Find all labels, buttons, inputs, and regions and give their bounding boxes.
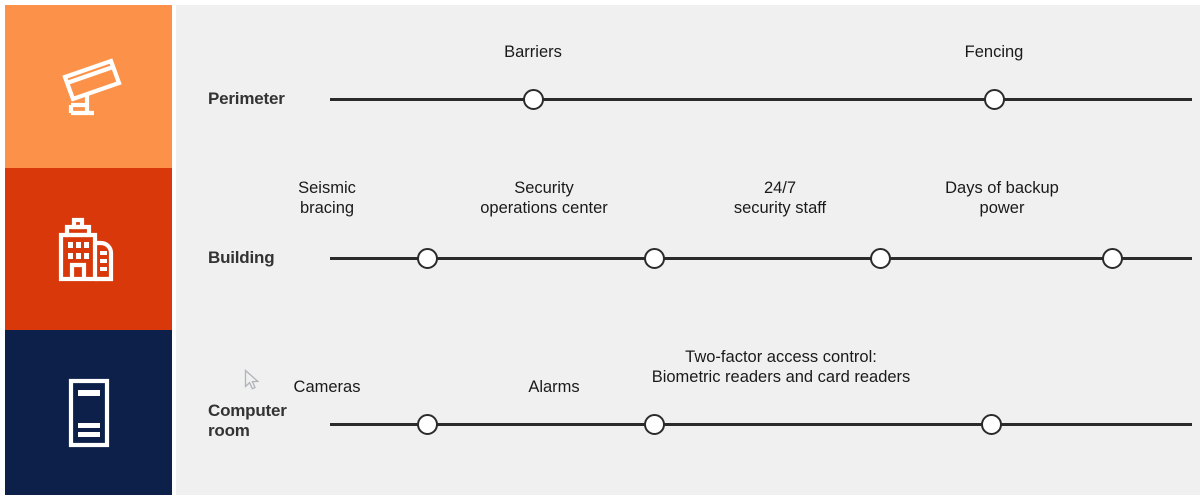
timeline-axis-perimeter bbox=[330, 98, 1192, 101]
timeline-row-building: Building Seismic bracing Security operat… bbox=[176, 168, 1200, 330]
office-building-icon bbox=[49, 209, 129, 289]
timeline-panel: Perimeter Barriers Fencing Building Seis… bbox=[176, 5, 1200, 495]
timeline-node-label-days-of-backup-power: Days of backup power bbox=[945, 179, 1059, 217]
timeline-node-label-two-factor-access-control: Two-factor access control: Biometric rea… bbox=[651, 348, 911, 386]
row-label-computer-room: Computer room bbox=[208, 401, 287, 441]
timeline-node-label-24-7-security-staff: 24/7 security staff bbox=[733, 179, 827, 217]
timeline-node-label-cameras: Cameras bbox=[293, 378, 361, 396]
timeline-row-perimeter: Perimeter Barriers Fencing bbox=[176, 5, 1200, 168]
timeline-node-alarms[interactable] bbox=[643, 413, 665, 435]
server-rack-icon bbox=[49, 373, 129, 453]
timeline-node-two-factor-access-control[interactable] bbox=[980, 413, 1002, 435]
timeline-row-computer-room: Computer room Cameras Alarms Two-factor … bbox=[176, 330, 1200, 495]
timeline-node-label-fencing: Fencing bbox=[964, 43, 1024, 61]
timeline-node-label-barriers: Barriers bbox=[504, 43, 562, 61]
icon-rail bbox=[5, 5, 172, 495]
timeline-node-label-seismic-bracing: Seismic bracing bbox=[298, 179, 356, 217]
rail-cell-perimeter[interactable] bbox=[5, 5, 172, 168]
timeline-node-security-operations-center[interactable] bbox=[643, 247, 665, 269]
row-label-building: Building bbox=[208, 248, 275, 267]
timeline-node-fencing[interactable] bbox=[983, 88, 1005, 110]
timeline-node-24-7-security-staff[interactable] bbox=[869, 247, 891, 269]
timeline-node-label-security-operations-center: Security operations center bbox=[480, 179, 608, 217]
row-label-perimeter: Perimeter bbox=[208, 89, 285, 108]
timeline-node-barriers[interactable] bbox=[522, 88, 544, 110]
rail-cell-computer-room[interactable] bbox=[5, 330, 172, 495]
rail-cell-building[interactable] bbox=[5, 168, 172, 330]
timeline-node-label-alarms: Alarms bbox=[528, 378, 580, 396]
timeline-node-seismic-bracing[interactable] bbox=[416, 247, 438, 269]
timeline-node-days-of-backup-power[interactable] bbox=[1101, 247, 1123, 269]
security-camera-icon bbox=[49, 47, 129, 127]
timeline-node-cameras[interactable] bbox=[416, 413, 438, 435]
timeline-axis-computer-room bbox=[330, 423, 1192, 426]
timeline-axis-building bbox=[330, 257, 1192, 260]
